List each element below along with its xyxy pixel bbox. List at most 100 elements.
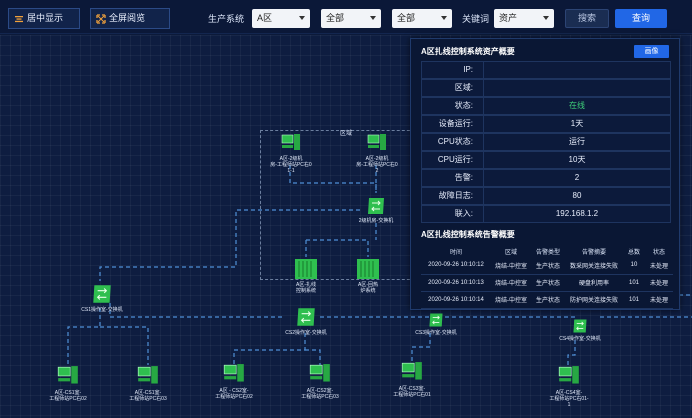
cell: 2020-09-26 10:10:12 (421, 257, 491, 275)
portrait-button[interactable]: 画像 (634, 45, 669, 58)
info-key: 告警: (422, 170, 484, 186)
info-row-fault-log: 故障日志: 80 (421, 187, 671, 205)
info-key: 联入: (422, 206, 484, 222)
cell: 生产状态 (531, 291, 565, 309)
area-select-value: A区 (257, 13, 273, 23)
alarm-summary-title: A区扎线控制系统告警概要 (421, 230, 515, 239)
node-switch-cs1[interactable]: CS1操作室-交换机 (74, 282, 130, 313)
alarm-table-header: 时间 区域 告警类型 告警摘要 总数 状态 (421, 245, 673, 257)
node-pc-cs2a[interactable]: A区 - CS2室- 工程师站PC右02 (206, 363, 262, 400)
node-pc-cs1b[interactable]: A区-CS1室- 工程师站PC右03 (122, 365, 174, 402)
keyword-select-value: 资产 (499, 13, 518, 23)
col-status: 状态 (652, 249, 665, 256)
cell: 101 (623, 274, 645, 292)
info-key: IP: (422, 62, 484, 78)
col-area: 区域 (504, 249, 517, 256)
cell: 未处理 (645, 291, 673, 309)
cell: 烧结-中控室 (491, 291, 531, 309)
node-caption: CS4操作室-交换机 (559, 336, 601, 342)
info-key: 区域: (422, 80, 484, 96)
node-caption: A区 - CS2室- 工程师站PC右02 (215, 388, 253, 400)
col-summary: 告警摘要 (581, 249, 606, 256)
table-row[interactable]: 2020-09-26 10:10:13 烧结-中控室 生产状态 硬盘利用率 10… (421, 274, 673, 292)
chevron-down-icon (299, 16, 305, 20)
computer-icon (57, 366, 78, 384)
node-caption: A区-CS1室- 工程师站PC右03 (129, 390, 167, 402)
node-pc-cs4a[interactable]: A区-CS4室- 工程师站PC右01- 1 (542, 365, 596, 408)
cell: 防护网关连接失败 (565, 291, 623, 309)
info-row-area: 区域: (421, 79, 671, 97)
node-caption: A区-扎线 控制系统 (295, 282, 316, 294)
node-switch-cs2[interactable]: CS2操作室-交换机 (278, 305, 334, 336)
info-value: 1天 (570, 119, 584, 128)
table-row[interactable]: 2020-09-26 10:10:12 烧结-中控室 生产状态 数采网关连接失败… (421, 257, 673, 275)
computer-icon (401, 362, 422, 380)
node-server2[interactable]: A区-回热 炉系统 (348, 257, 388, 294)
info-key: 故障日志: (422, 188, 484, 204)
fullscreen-button[interactable]: 全屏阅览 (90, 8, 170, 29)
query-button[interactable]: 查询 (615, 9, 667, 28)
info-row-uptime: 设备运行: 1天 (421, 115, 671, 133)
fullscreen-label: 全屏阅览 (109, 13, 146, 23)
info-value (484, 80, 670, 96)
network-switch-icon (368, 198, 384, 214)
info-row-alarm: 告警: 2 (421, 169, 671, 187)
node-caption: A区-CS3室- 工程师站PC右01 (393, 386, 431, 398)
info-value: 80 (572, 191, 582, 200)
region-title: 区域 (340, 131, 353, 137)
info-value: 运行 (569, 137, 585, 146)
node-caption: A区-2级机 房-工程师站PC右0 1-1 (270, 156, 312, 174)
info-value: 2 (574, 173, 580, 182)
chevron-down-icon (370, 16, 376, 20)
area-select[interactable]: A区 (252, 9, 310, 28)
cell: 101 (623, 291, 645, 309)
server-cabinet-icon (295, 259, 317, 279)
computer-icon (558, 366, 579, 384)
toolbar: 居中显示 全屏阅览 生产系统 A区 全部 全部 关键词 资产 搜索 查询 (0, 0, 692, 34)
info-row-cpu-run: CPU运行: 10天 (421, 151, 671, 169)
node-server1[interactable]: A区-扎线 控制系统 (286, 257, 326, 294)
node-caption: A区-CS1室- 工程师站PC右02 (49, 390, 87, 402)
network-switch-icon (93, 285, 111, 303)
node-ws2[interactable]: A区-2级机 房-工程师站PC右0 2 (352, 133, 402, 174)
node-pc-cs1a[interactable]: A区-CS1室- 工程师站PC右02 (42, 365, 94, 402)
info-row-cpu-status: CPU状态: 运行 (421, 133, 671, 151)
node-caption: A区-CS2室- 工程师站PC右03 (301, 388, 339, 400)
network-switch-icon (297, 308, 315, 326)
node-switch-cs4[interactable]: CS4操作室-交换机 (552, 317, 608, 342)
node-switch-cs3[interactable]: CS3操作室-交换机 (408, 311, 464, 336)
keyword-select[interactable]: 资产 (494, 9, 554, 28)
category-select[interactable]: 全部 (321, 9, 381, 28)
table-row[interactable]: 2020-09-26 10:10:14 烧结-中控室 生产状态 防护网关连接失败… (421, 291, 673, 309)
computer-icon (137, 366, 158, 384)
node-switch-l2[interactable]: 2级机房-交换机 (350, 195, 402, 224)
info-row-ip: IP: (421, 61, 671, 79)
type-select[interactable]: 全部 (392, 9, 452, 28)
center-view-button[interactable]: 居中显示 (8, 8, 80, 29)
alarm-table: 时间 区域 告警类型 告警摘要 总数 状态 2020-09-26 10:10:1… (421, 245, 673, 309)
topology-links (67, 165, 692, 367)
node-caption: 2级机房-交换机 (358, 218, 394, 224)
cell: 生产状态 (531, 274, 565, 292)
node-caption: CS3操作室-交换机 (415, 330, 457, 336)
info-row-status: 状态: 在线 (421, 97, 671, 115)
col-count: 总数 (627, 249, 640, 256)
category-select-value: 全部 (326, 13, 345, 23)
cell: 硬盘利用率 (565, 274, 623, 292)
search-button[interactable]: 搜索 (565, 9, 609, 28)
node-ws1[interactable]: A区-2级机 房-工程师站PC右0 1-1 (266, 133, 316, 174)
cell: 生产状态 (531, 257, 565, 275)
node-pc-cs3a[interactable]: A区-CS3室- 工程师站PC右01 (386, 361, 438, 398)
info-value: 10天 (568, 155, 586, 164)
info-row-connect: 联入: 192.168.1.2 (421, 205, 671, 223)
node-pc-cs2b[interactable]: A区-CS2室- 工程师站PC右03 (294, 363, 346, 400)
computer-icon (223, 364, 244, 382)
server-cabinet-icon (357, 259, 379, 279)
type-select-value: 全部 (397, 13, 416, 23)
fullscreen-icon (96, 14, 106, 24)
info-key: 设备运行: (422, 116, 484, 132)
col-type: 告警类型 (535, 249, 560, 256)
node-caption: CS2操作室-交换机 (285, 330, 327, 336)
asset-info-panel: A区扎线控制系统资产概要 画像 IP: 区域: 状态: 在线 设备运行: 1天 … (410, 38, 680, 310)
node-caption: A区-2级机 房-工程师站PC右0 2 (356, 156, 398, 174)
